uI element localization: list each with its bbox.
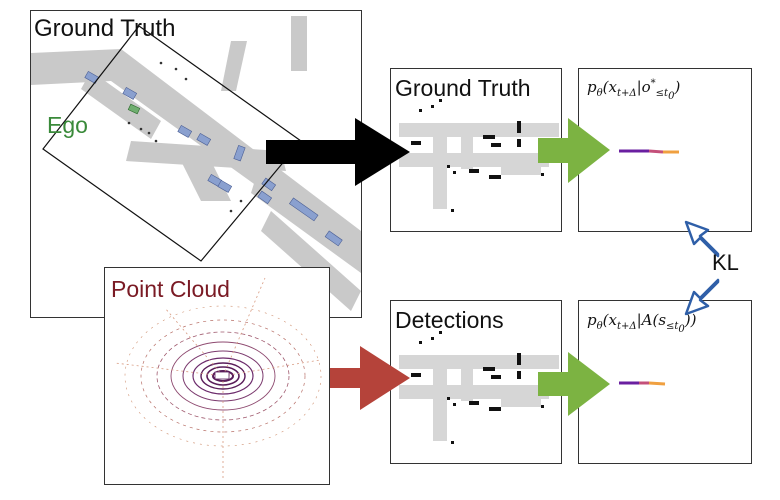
gt-raster-title: Ground Truth	[395, 75, 531, 101]
point-cloud-panel: Point Cloud	[104, 267, 330, 485]
det-prediction-trajectory	[619, 381, 666, 386]
gt-raster-panel: Ground Truth	[390, 68, 562, 232]
gt-raster-graphic	[399, 99, 559, 212]
green-arrow-top	[538, 118, 610, 183]
black-arrow	[266, 118, 410, 186]
kl-arrow-up	[684, 220, 720, 258]
ground-truth-map-title: Ground Truth	[34, 15, 176, 42]
brown-arrow	[330, 346, 410, 410]
kl-label: KL	[712, 250, 739, 275]
green-arrow-bottom	[538, 352, 610, 416]
gt-prediction-trajectory	[619, 149, 679, 154]
det-raster-panel: Detections	[390, 300, 562, 464]
det-raster-graphic	[399, 331, 559, 444]
det-prediction-formula: pθ(xt+Δ|A(s≤t0))	[587, 311, 697, 335]
gt-prediction-formula: pθ(xt+Δ|o*≤t0)	[587, 78, 681, 102]
ego-label: Ego	[47, 112, 88, 138]
kl-arrow-down	[684, 278, 720, 316]
point-cloud-graphic	[114, 277, 322, 478]
point-cloud-title: Point Cloud	[111, 276, 230, 302]
det-raster-title: Detections	[395, 307, 504, 333]
ground-truth-map-graphic	[31, 16, 361, 311]
